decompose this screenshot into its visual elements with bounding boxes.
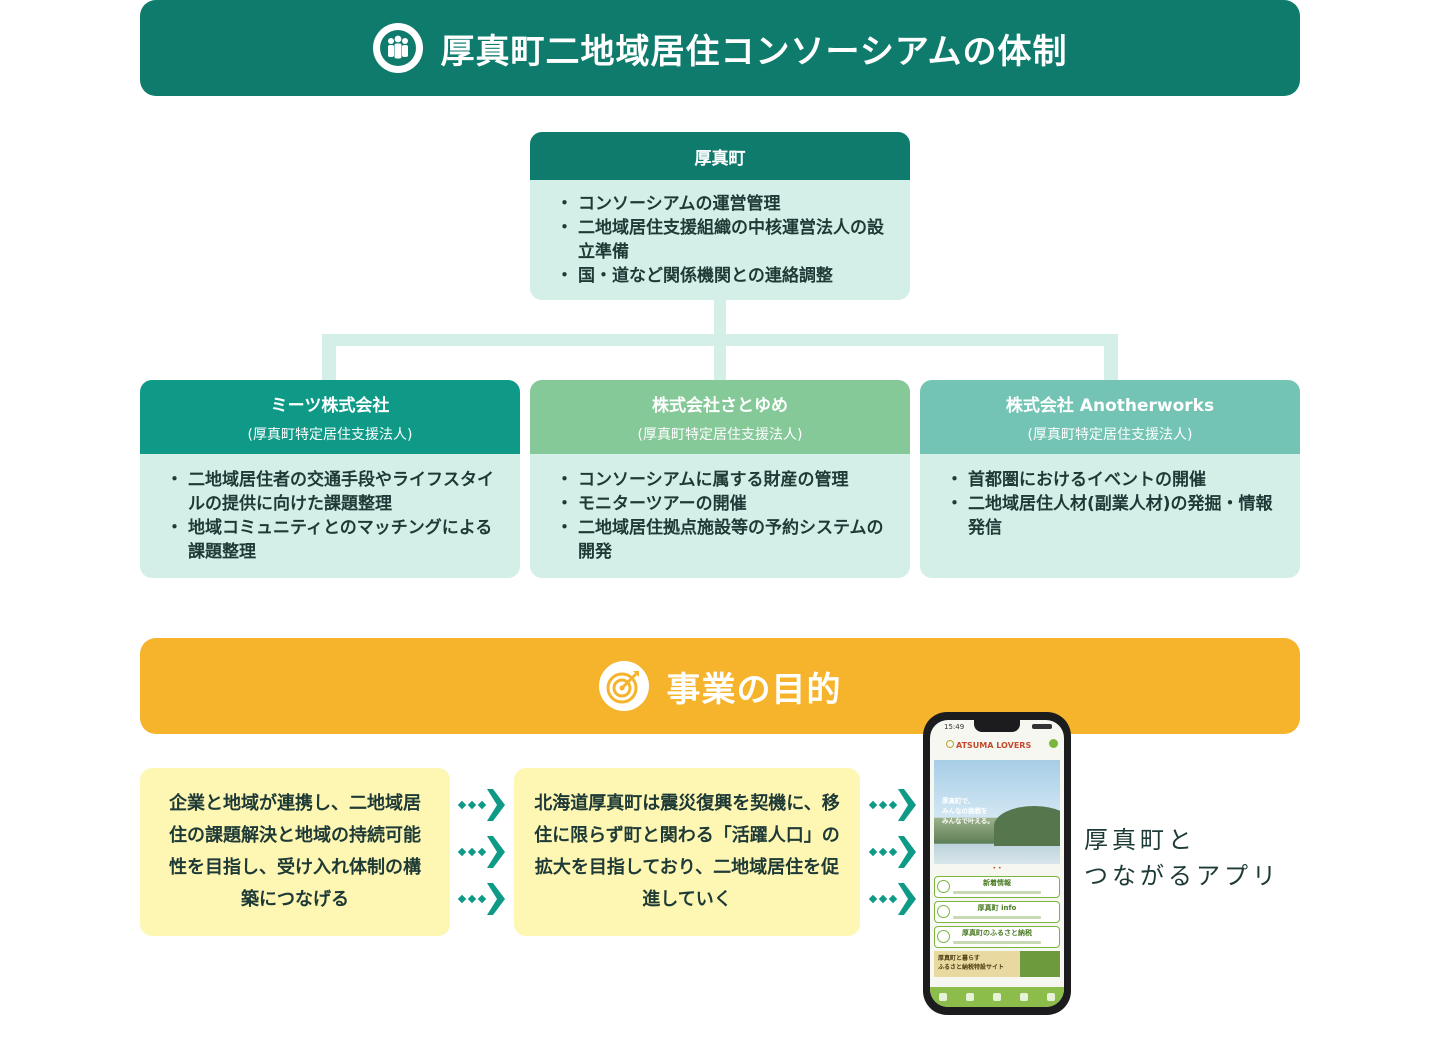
arrow-right-icon (457, 836, 505, 868)
list-item: 首都圏におけるイベントの開催 (946, 468, 1274, 492)
org-body-satoyume: コンソーシアムに属する財産の管理 モニターツアーの開催 二地域居住拠点施設等の予… (530, 454, 910, 564)
arrow-right-icon (457, 789, 505, 821)
list-item: 二地域居住拠点施設等の予約システムの開発 (556, 516, 884, 564)
org-body-anotherworks: 首都圏におけるイベントの開催 二地域居住人材(副業人材)の発掘・情報発信 (920, 454, 1300, 540)
phone-button-news[interactable]: 新着情報 (934, 876, 1060, 898)
phone-notch (974, 720, 1020, 732)
structure-banner: 厚真町二地域居住コンソーシアムの体制 (140, 0, 1300, 96)
phone-tab-bar (930, 987, 1064, 1007)
list-item: コンソーシアムに属する財産の管理 (556, 468, 884, 492)
org-body-meets: 二地域居住者の交通手段やライフスタイルの提供に向けた課題整理 地域コミュニティと… (140, 454, 520, 564)
people-group-icon (372, 23, 423, 73)
button-subtext-line (953, 941, 1041, 944)
phone-button-label: 厚真町 info (977, 904, 1017, 912)
list-item: コンソーシアムの運営管理 (556, 192, 886, 216)
list-item: 国・道など関係機関との連絡調整 (556, 264, 886, 288)
news-icon (937, 880, 950, 893)
list-item: 地域コミュニティとのマッチングによる課題整理 (166, 516, 494, 564)
connector-left (322, 334, 336, 380)
info-icon (937, 905, 950, 918)
org-sub-anotherworks: (厚真町特定居住支援法人) (1027, 426, 1193, 443)
goal-text-collaboration: 企業と地域が連携し、二地域居住の課題解決と地域の持続可能性を目指し、受け入れ体制… (169, 793, 421, 910)
smartphone-mockup: 15:49 ATSUMA LOVERS 厚真町で、 みんなの挑戦を みんなで叶え… (923, 712, 1071, 1015)
list-item: 二地域居住人材(副業人材)の発掘・情報発信 (946, 492, 1274, 540)
app-logo-icon (946, 740, 954, 748)
goal-text-atsuma: 北海道厚真町は震災復興を契機に、移住に限らず町と関わる「活躍人口」の拡大を目指し… (534, 793, 840, 910)
checklist-icon[interactable] (1019, 993, 1028, 1001)
org-name-satoyume: 株式会社さとゆめ (652, 395, 788, 416)
phone-button-info[interactable]: 厚真町 info (934, 901, 1060, 923)
phone-hero-image: 厚真町で、 みんなの挑戦を みんなで叶える。 (934, 760, 1060, 864)
list-icon[interactable] (966, 993, 975, 1001)
banner-photo (1020, 951, 1060, 977)
arrow-right-icon (868, 883, 916, 915)
org-head-meets: ミーツ株式会社 (厚真町特定居住支援法人) (140, 380, 520, 454)
goal-box-collaboration: 企業と地域が連携し、二地域居住の課題解決と地域の持続可能性を目指し、受け入れ体制… (140, 768, 450, 936)
org-box-satoyume: 株式会社さとゆめ (厚真町特定居住支援法人) コンソーシアムに属する財産の管理 … (530, 380, 910, 578)
button-subtext-line (953, 891, 1041, 894)
org-box-meets: ミーツ株式会社 (厚真町特定居住支援法人) 二地域居住者の交通手段やライフスタイ… (140, 380, 520, 578)
connector-right (1104, 334, 1118, 380)
org-name-anotherworks: 株式会社 Anotherworks (1005, 395, 1215, 416)
org-sub-satoyume: (厚真町特定居住支援法人) (637, 426, 803, 443)
org-body-town: コンソーシアムの運営管理 二地域居住支援組織の中核運営法人の設立準備 国・道など… (530, 180, 910, 288)
arrow-right-icon (457, 883, 505, 915)
mail-icon[interactable] (992, 993, 1001, 1001)
phone-button-furusato[interactable]: 厚真町のふるさと納税 (934, 926, 1060, 948)
phone-banner-text: 厚真町と暮らす ふるさと納税特設サイト (938, 955, 1005, 971)
purpose-banner: 事業の目的 (140, 638, 1300, 734)
phone-app-header: ATSUMA LOVERS (930, 736, 1064, 754)
phone-button-label: 新着情報 (983, 879, 1011, 887)
phone-app-name: ATSUMA LOVERS (956, 740, 1032, 750)
arrow-right-icon (868, 789, 916, 821)
phone-banner[interactable]: 厚真町と暮らす ふるさと納税特設サイト (934, 951, 1060, 977)
purpose-title: 事業の目的 (666, 669, 842, 710)
org-head-anotherworks: 株式会社 Anotherworks (厚真町特定居住支援法人) (920, 380, 1300, 454)
list-item: 二地域居住者の交通手段やライフスタイルの提供に向けた課題整理 (166, 468, 494, 516)
phone-hero-text: 厚真町で、 みんなの挑戦を みんなで叶える。 (942, 797, 994, 825)
phone-status-bar: 15:49 (930, 720, 1064, 736)
org-name-meets: ミーツ株式会社 (270, 395, 390, 416)
org-name-town: 厚真町 (694, 148, 746, 169)
home-icon[interactable] (939, 993, 948, 1001)
org-head-satoyume: 株式会社さとゆめ (厚真町特定居住支援法人) (530, 380, 910, 454)
org-head-town: 厚真町 (530, 132, 910, 180)
arrow-right-icon (868, 836, 916, 868)
gift-icon (937, 930, 950, 943)
structure-title: 厚真町二地域居住コンソーシアムの体制 (440, 31, 1068, 72)
list-item: モニターツアーの開催 (556, 492, 884, 516)
connector-horizontal (322, 334, 1118, 346)
phone-button-label: 厚真町のふるさと納税 (962, 929, 1032, 937)
carousel-dots[interactable]: • • (992, 865, 1002, 872)
org-box-anotherworks: 株式会社 Anotherworks (厚真町特定居住支援法人) 首都圏におけるイ… (920, 380, 1300, 578)
phone-screen: 15:49 ATSUMA LOVERS 厚真町で、 みんなの挑戦を みんなで叶え… (930, 720, 1064, 1007)
gear-icon[interactable] (1049, 739, 1058, 748)
battery-icon (1032, 724, 1052, 729)
org-sub-meets: (厚真町特定居住支援法人) (247, 426, 413, 443)
phone-time: 15:49 (944, 723, 965, 731)
goal-box-atsuma: 北海道厚真町は震災復興を契機に、移住に限らず町と関わる「活躍人口」の拡大を目指し… (514, 768, 860, 936)
target-icon (598, 661, 649, 711)
chat-icon[interactable] (1046, 993, 1055, 1001)
list-item: 二地域居住支援組織の中核運営法人の設立準備 (556, 216, 886, 264)
org-box-town: 厚真町 コンソーシアムの運営管理 二地域居住支援組織の中核運営法人の設立準備 国… (530, 132, 910, 300)
button-subtext-line (953, 916, 1041, 919)
hero-hill (994, 806, 1060, 846)
app-label: 厚真町と つながるアプリ (1084, 826, 1280, 890)
